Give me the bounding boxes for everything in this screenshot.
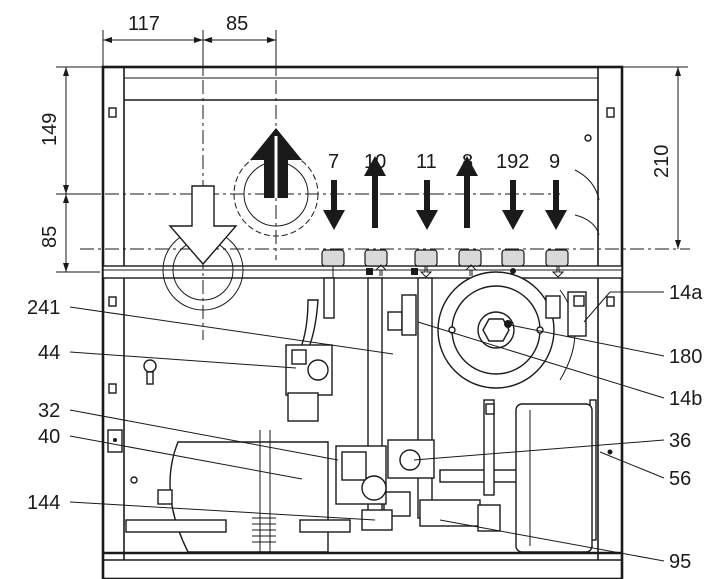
connection-fittings: [321, 249, 569, 278]
dimension-210: 210: [651, 145, 673, 178]
connection-label-8: 8: [462, 151, 473, 173]
dimension-85-top: 85: [226, 13, 248, 35]
left-callout-labels: 241 44 32 40 144: [27, 297, 60, 514]
callout-14a: 14a: [669, 282, 703, 304]
connection-label-9: 9: [549, 151, 560, 173]
callout-95: 95: [669, 551, 691, 573]
connection-label-10: 10: [364, 151, 386, 173]
dimension-85-left: 85: [39, 226, 61, 248]
dimension-117: 117: [128, 13, 160, 35]
callout-180: 180: [669, 346, 702, 368]
heat-exchanger: [437, 169, 600, 389]
connection-label-11: 11: [416, 151, 437, 173]
expansion-vessel: [515, 403, 593, 553]
callout-36: 36: [669, 430, 691, 452]
cabinet: [101, 65, 624, 579]
callout-40: 40: [38, 426, 60, 448]
right-callout-labels: 14a 180 14b 36 56 95: [669, 282, 703, 573]
callout-144: 144: [27, 492, 60, 514]
dimension-lines: [56, 30, 688, 273]
gas-valve: [285, 344, 333, 422]
connection-arrows: [323, 156, 567, 230]
flue-air-connections: [162, 128, 319, 311]
dimension-values: 117 85 149 85 210: [39, 13, 673, 248]
connection-label-192: 192: [496, 151, 529, 173]
connection-label-7: 7: [328, 151, 339, 173]
callout-32: 32: [38, 400, 60, 422]
dimension-149: 149: [39, 113, 61, 146]
air-inlet-arrow: [168, 185, 238, 266]
leader-lines: [69, 291, 665, 562]
callout-44: 44: [38, 342, 60, 364]
callout-14b: 14b: [669, 388, 702, 410]
connection-numbers: 7 10 11 8 192 9: [328, 151, 560, 173]
callout-56: 56: [669, 468, 691, 490]
callout-241: 241: [27, 297, 60, 319]
